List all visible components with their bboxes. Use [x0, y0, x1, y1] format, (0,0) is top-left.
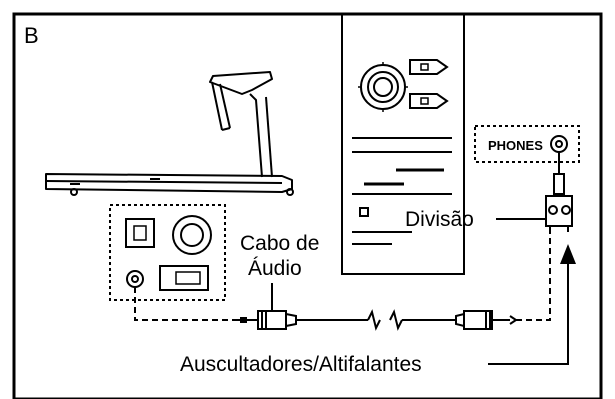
- panel-letter: B: [24, 23, 39, 48]
- speakers-label: Auscultadores/Altifalantes: [180, 353, 422, 376]
- audio-cable-icon: [134, 232, 551, 331]
- phones-jack-icon: [550, 135, 568, 153]
- cable-label-line2: Áudio: [248, 257, 302, 280]
- cable-label-line1: Cabo de: [240, 232, 319, 255]
- phones-port-box: [474, 125, 580, 163]
- computer-tower-icon: [341, 13, 465, 275]
- phones-label: PHONES: [488, 138, 543, 153]
- treadmill-icon: [45, 71, 294, 196]
- split-label: Divisão: [405, 208, 474, 231]
- figure-frame: [12, 12, 603, 399]
- console-panel-icon: [109, 204, 226, 301]
- audio-jack-icon: [126, 270, 144, 288]
- arrow-up-icon: [488, 244, 576, 365]
- headphone-splitter-icon: [545, 152, 573, 232]
